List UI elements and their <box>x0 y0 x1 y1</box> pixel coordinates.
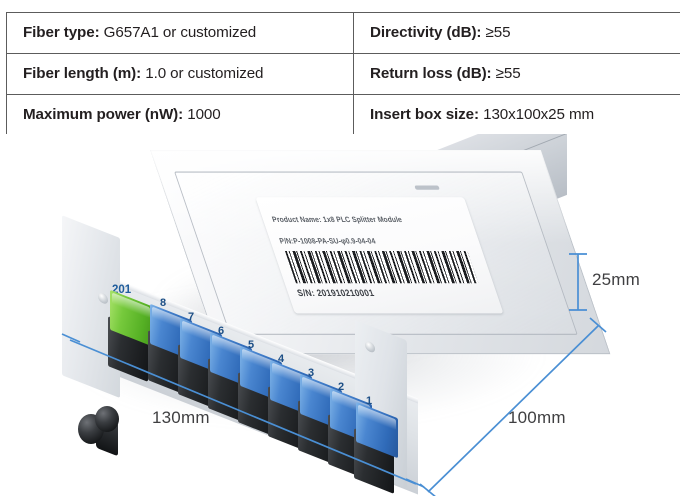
table-row: Fiber length (m): 1.0 or customized Retu… <box>6 53 680 95</box>
table-cell-insert-box-size: Insert box size: 130x100x25 mm <box>353 94 680 136</box>
plc-splitter-module: Product Name: 1x8 PLC Splitter Module P/… <box>0 134 680 496</box>
table-cell-fiber-length: Fiber length (m): 1.0 or customized <box>6 53 354 95</box>
specifications-table-body: Fiber type: G657A1 or customized Directi… <box>6 12 680 136</box>
product-photo: Product Name: 1x8 PLC Splitter Module P/… <box>0 134 680 496</box>
table-cell-fiber-type: Fiber type: G657A1 or customized <box>6 12 354 54</box>
specifications-table: Fiber type: G657A1 or customized Directi… <box>6 12 680 136</box>
spec-value: 130x100x25 mm <box>483 106 595 124</box>
port-label-6: 6 <box>218 325 225 337</box>
spec-key: Return loss (dB): <box>370 65 492 83</box>
port-label-7: 7 <box>188 311 195 323</box>
spec-key: Fiber type: <box>23 24 100 42</box>
port-input-connector[interactable] <box>108 289 152 382</box>
spec-key: Insert box size: <box>370 106 479 124</box>
port-output-1[interactable] <box>354 401 398 494</box>
spec-value: 1000 <box>187 106 221 124</box>
spec-key: Fiber length (m): <box>23 65 142 83</box>
table-cell-directivity: Directivity (dB): ≥55 <box>353 12 680 54</box>
table-row: Fiber type: G657A1 or customized Directi… <box>6 12 680 54</box>
dimension-label-depth: 100mm <box>508 408 566 427</box>
table-cell-maximum-power: Maximum power (nW): 1000 <box>6 94 354 136</box>
table-row: Maximum power (nW): 1000 Insert box size… <box>6 94 680 136</box>
spec-value: ≥55 <box>495 65 521 83</box>
table-cell-return-loss: Return loss (dB): ≥55 <box>353 53 680 95</box>
dimension-label-length: 130mm <box>152 408 210 427</box>
dimension-label-height: 25mm <box>592 270 641 289</box>
connector-port-row: 201 8 7 6 <box>0 134 680 496</box>
port-label-8: 8 <box>160 297 167 309</box>
spec-key: Maximum power (nW): <box>23 106 184 124</box>
spec-key: Directivity (dB): <box>370 24 482 42</box>
spec-value: ≥55 <box>485 24 511 42</box>
spec-value: G657A1 or customized <box>103 24 257 42</box>
spec-value: 1.0 or customized <box>145 65 264 83</box>
